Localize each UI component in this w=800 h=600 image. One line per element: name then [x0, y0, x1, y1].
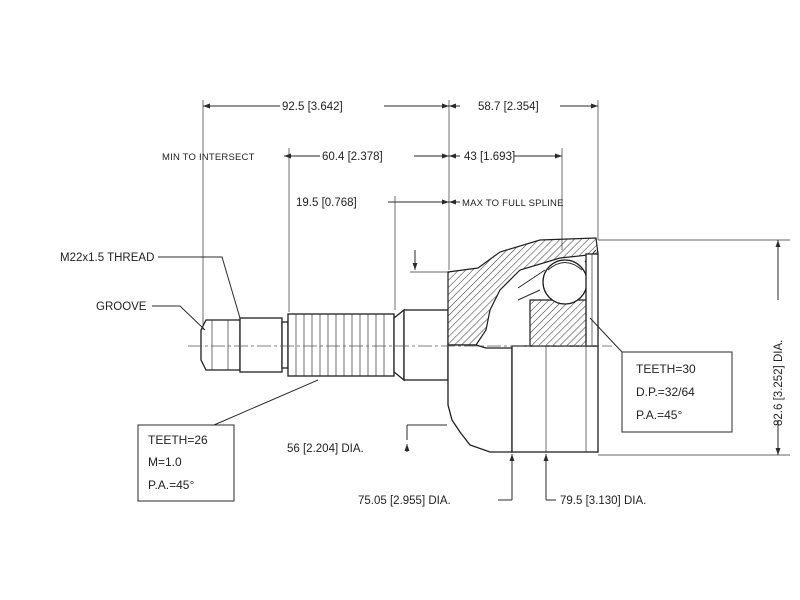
left-spec-teeth: TEETH=26	[148, 433, 208, 447]
joint-ball	[542, 259, 588, 305]
shaft-collar	[403, 309, 449, 381]
right-spec-box: TEETH=30 D.P.=32/64 P.A.=45°	[621, 351, 733, 433]
left-spec-pa: P.A.=45°	[148, 478, 194, 492]
dimension-lines	[152, 100, 790, 501]
dim-overall-right: 58.7 [2.354]	[478, 101, 539, 113]
dim-spline-19-5: 19.5 [0.768]	[296, 197, 357, 209]
dim-dia-75: 75.05 [2.955] DIA.	[358, 495, 451, 507]
left-spec-module: M=1.0	[148, 455, 182, 469]
max-to-full-spline-label: MAX TO FULL SPLINE	[462, 198, 564, 209]
inner-race	[529, 299, 593, 347]
bell-housing-body	[447, 344, 513, 453]
right-spec-teeth: TEETH=30	[636, 362, 696, 376]
bell-housing-section	[447, 237, 599, 346]
right-spec-pa: P.A.=45°	[636, 408, 682, 422]
thread-callout: M22x1.5 THREAD	[60, 252, 154, 264]
bell-outer-race	[511, 345, 599, 453]
dim-overall-left: 92.5 [3.642]	[282, 101, 343, 113]
left-spec-box: TEETH=26 M=1.0 P.A.=45°	[137, 424, 235, 502]
min-to-intersect-label: MIN TO INTERSECT	[162, 152, 255, 163]
spline-teeth	[295, 314, 385, 376]
right-spec-dp: D.P.=32/64	[636, 385, 695, 399]
groove-section	[239, 317, 283, 373]
dim-dia-82: 82.6 [3.252] DIA.	[773, 340, 785, 426]
dim-shaft-dia: 56 [2.204] DIA.	[287, 443, 364, 455]
part-body	[200, 237, 599, 453]
dim-right-43: 43 [1.693]	[464, 151, 515, 163]
dim-dia-79: 79.5 [3.130] DIA.	[560, 495, 646, 507]
groove-callout: GROOVE	[96, 301, 147, 313]
thread-end	[200, 319, 241, 371]
dim-min-to-intersect: 60.4 [2.378]	[322, 151, 383, 163]
